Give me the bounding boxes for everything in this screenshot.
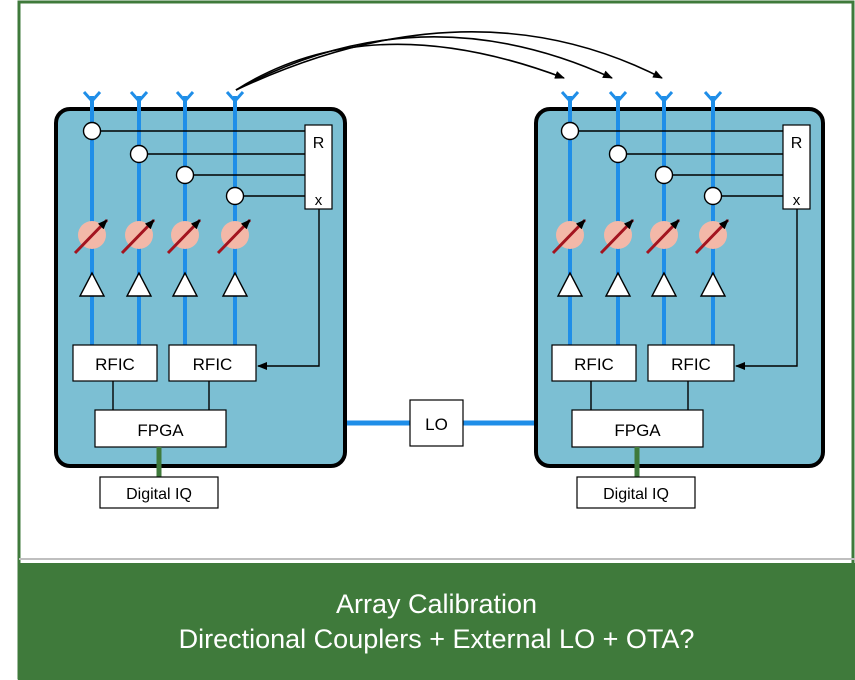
amplifier-icon: [650, 271, 678, 297]
antenna-icon: [608, 91, 628, 104]
right-rfic-2: [647, 344, 735, 382]
left-rfic-1: [72, 344, 158, 382]
right-fpga-label: FPGA: [614, 421, 661, 440]
amplifier-icon: [171, 271, 199, 297]
left-fpga-block: [94, 409, 227, 448]
right-rfic-fpga-links: [590, 381, 689, 410]
antenna-icon: [82, 91, 102, 104]
right-rx-bottom-label: x: [793, 192, 801, 209]
right-digital-iq-block: [576, 476, 696, 509]
left-phase-shifters: [73, 218, 252, 255]
phase-shifter-icon: [166, 218, 202, 255]
ota-arrows: [235, 31, 663, 91]
antenna-icon: [225, 91, 245, 104]
left-antennas: [82, 91, 245, 104]
caption-title: Array Calibration: [335, 589, 538, 619]
right-couplers: [560, 121, 723, 206]
phase-shifter-icon: [216, 218, 252, 255]
antenna-icon: [175, 91, 195, 104]
coupler-icon: [175, 165, 195, 185]
right-rfic-1: [551, 344, 637, 382]
caption-banner: Array Calibration Directional Couplers +…: [18, 563, 855, 680]
lo-block: [409, 399, 464, 447]
coupler-icon: [82, 121, 102, 141]
antenna-icon: [560, 91, 580, 104]
right-rfic-1-label: RFIC: [574, 355, 614, 374]
right-feedback-line: [735, 209, 798, 370]
amplifier-icon: [221, 271, 249, 297]
left-coupler-lines: [100, 130, 305, 197]
antenna-icon: [654, 91, 674, 104]
right-phase-shifters: [551, 218, 730, 255]
left-rfic-2-label: RFIC: [193, 355, 233, 374]
coupler-icon: [560, 121, 580, 141]
left-digital-iq-label: Digital IQ: [126, 486, 192, 503]
left-rx-top-label: R: [313, 135, 325, 152]
left-amplifiers: [78, 271, 249, 297]
lo-label: LO: [425, 415, 448, 434]
right-rx-top-label: R: [791, 135, 803, 152]
left-couplers: [82, 121, 245, 206]
left-feedback-line: [257, 209, 320, 370]
left-digital-iq-block: [99, 476, 219, 509]
caption-subtitle: Directional Couplers + External LO + OTA…: [178, 624, 695, 654]
phase-shifter-icon: [599, 218, 635, 255]
left-rfic-1-label: RFIC: [95, 355, 135, 374]
phase-shifter-icon: [120, 218, 156, 255]
phase-shifter-icon: [551, 218, 587, 255]
coupler-icon: [654, 165, 674, 185]
phase-shifter-icon: [73, 218, 109, 255]
antenna-icon: [703, 91, 723, 104]
coupler-icon: [608, 144, 628, 164]
right-amplifiers: [556, 271, 727, 297]
right-array-board: R x: [534, 91, 825, 509]
amplifier-icon: [604, 271, 632, 297]
right-coupler-lines: [578, 130, 783, 197]
antenna-icon: [129, 91, 149, 104]
coupler-icon: [225, 186, 245, 206]
left-array-board: R x: [54, 91, 347, 509]
phase-shifter-icon: [694, 218, 730, 255]
amplifier-icon: [125, 271, 153, 297]
left-rfic-2: [168, 344, 257, 382]
coupler-icon: [703, 186, 723, 206]
right-fpga-block: [571, 409, 704, 448]
amplifier-icon: [699, 271, 727, 297]
right-antennas: [560, 91, 723, 104]
left-rfic-fpga-links: [112, 381, 210, 410]
amplifier-icon: [556, 271, 584, 297]
phase-shifter-icon: [645, 218, 681, 255]
left-fpga-label: FPGA: [137, 421, 184, 440]
coupler-icon: [129, 144, 149, 164]
right-rfic-2-label: RFIC: [671, 355, 711, 374]
right-digital-iq-label: Digital IQ: [603, 486, 669, 503]
amplifier-icon: [78, 271, 106, 297]
left-rx-bottom-label: x: [315, 192, 323, 209]
